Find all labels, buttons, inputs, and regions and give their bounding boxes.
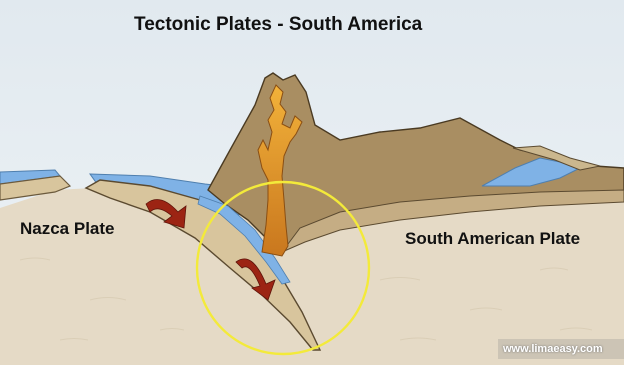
- watermark: www.limaeasy.com: [503, 343, 603, 355]
- south-american-plate-label: South American Plate: [405, 229, 580, 249]
- diagram-title: Tectonic Plates - South America: [134, 14, 422, 36]
- nazca-plate-label: Nazca Plate: [20, 219, 115, 239]
